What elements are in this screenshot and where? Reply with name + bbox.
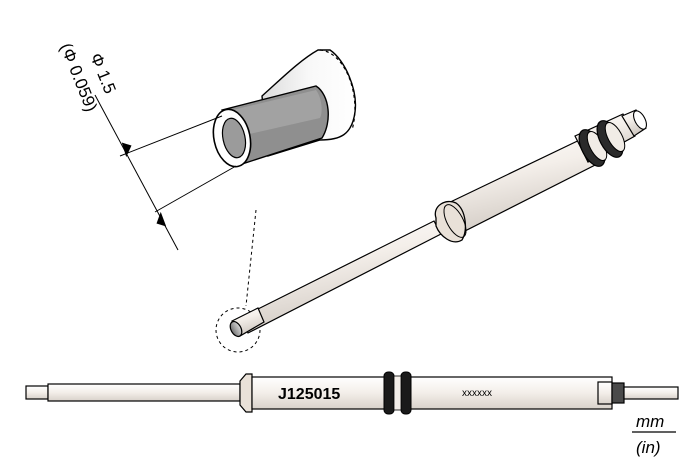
dimension-arrow-bottom <box>156 211 167 227</box>
side-rear-sleeve <box>597 381 613 405</box>
cartridge-side-view: J125015 xxxxxx <box>25 371 679 415</box>
tip-detail-bore <box>221 117 247 159</box>
marking-label: xxxxxx <box>462 388 492 399</box>
side-end-cap <box>611 382 625 404</box>
side-collar <box>239 373 253 413</box>
part-number-label: J125015 <box>278 386 340 403</box>
side-thin-shaft <box>47 383 241 402</box>
detail-callout-line <box>245 209 257 307</box>
cartridge-perspective <box>229 109 647 338</box>
diameter-dimension: Φ 1.5 (Φ 0.059) <box>56 40 237 251</box>
side-tip-shaft <box>25 385 49 400</box>
side-ring-1 <box>383 371 395 415</box>
tip-detail-enlarged <box>212 49 357 168</box>
side-ring-2 <box>400 371 412 415</box>
side-end-pin <box>623 386 679 400</box>
side-main-body <box>251 376 613 410</box>
detail-callout-circle <box>215 307 261 353</box>
diag-tip-end <box>229 320 243 338</box>
unit-primary: mm <box>636 412 664 431</box>
dimension-imperial-label: (Φ 0.059) <box>56 40 101 114</box>
tip-detail-open-end <box>319 49 356 131</box>
extension-line-bottom <box>154 165 237 213</box>
extension-line-top <box>119 115 223 157</box>
units-legend: mm (in) <box>632 412 676 457</box>
diag-thin-shaft <box>239 220 442 334</box>
dimension-leader <box>94 94 179 251</box>
unit-secondary: (in) <box>636 438 661 457</box>
diag-collar <box>434 200 467 243</box>
diag-thick-shaft <box>441 134 606 237</box>
dimension-arrow-top <box>121 142 132 158</box>
